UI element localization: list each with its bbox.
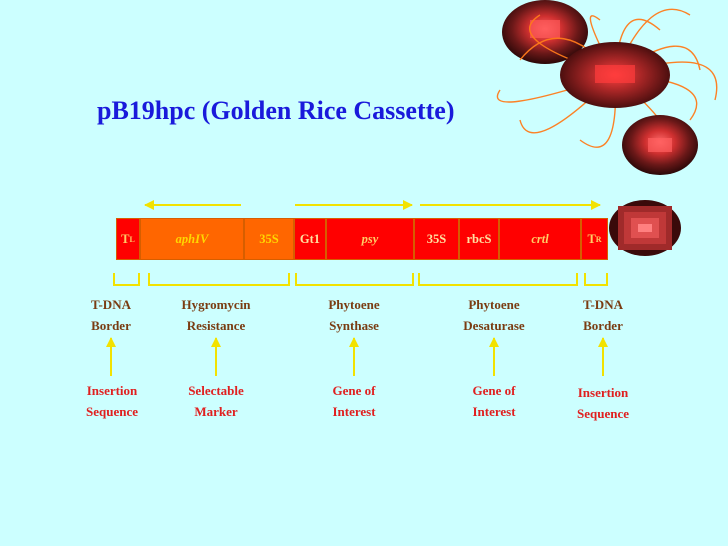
segment-right-border-subscript: R <box>595 234 602 244</box>
label-left-border: T-DNA Border <box>76 294 146 336</box>
rice-grain-image-2 <box>496 8 718 148</box>
role-crtl-line1: Gene of <box>472 383 516 398</box>
label-right-border-line1: T-DNA <box>583 297 623 312</box>
label-hygromycin-line1: Hygromycin <box>181 297 251 312</box>
role-left-line1: Insertion <box>86 383 138 398</box>
label-phytoene-desaturase-line1: Phytoene <box>468 297 520 312</box>
role-marker-line1: Selectable <box>188 383 244 398</box>
segment-crtl: crtl <box>499 218 581 260</box>
label-left-border-line2: Border <box>91 318 131 333</box>
label-phytoene-synthase-line2: Synthase <box>329 318 379 333</box>
label-phytoene-synthase-line1: Phytoene <box>328 297 380 312</box>
segment-rbcs-label: rbcS <box>466 231 492 246</box>
segment-right-border-label: T <box>587 231 596 246</box>
bracket-crtl <box>418 273 578 286</box>
segment-35s-promoter-1: 35S <box>244 218 294 260</box>
segment-35s-promoter-2: 35S <box>414 218 459 260</box>
label-phytoene-desaturase: Phytoene Desaturase <box>449 294 539 336</box>
label-right-border-line2: Border <box>583 318 623 333</box>
role-marker-line2: Marker <box>194 404 238 419</box>
rice-grain-image-3 <box>622 115 698 175</box>
segment-aphiv-label: aphIV <box>175 231 209 246</box>
segment-35s-1-label: 35S <box>259 231 279 246</box>
bracket-psy <box>295 273 414 286</box>
bracket-left-border <box>113 273 140 286</box>
role-psy-line1: Gene of <box>332 383 376 398</box>
role-left-line2: Sequence <box>86 404 138 419</box>
bracket-hygromycin <box>148 273 290 286</box>
segment-psy: psy <box>326 218 414 260</box>
label-phytoene-desaturase-line2: Desaturase <box>463 318 525 333</box>
role-gene-of-interest-crtl: Gene of Interest <box>454 380 534 422</box>
role-insertion-sequence-left: Insertion Sequence <box>74 380 150 422</box>
label-right-border: T-DNA Border <box>568 294 638 336</box>
segment-left-border-label: T <box>121 231 130 246</box>
label-hygromycin-line2: Resistance <box>186 318 246 333</box>
label-hygromycin: Hygromycin Resistance <box>166 294 266 336</box>
role-insertion-sequence-right: Insertion Sequence <box>565 382 641 424</box>
segment-gt1: Gt1 <box>294 218 326 260</box>
role-gene-of-interest-psy: Gene of Interest <box>314 380 394 422</box>
label-phytoene-synthase: Phytoene Synthase <box>309 294 399 336</box>
role-crtl-line2: Interest <box>472 404 516 419</box>
segment-left-border-subscript: L <box>129 234 135 244</box>
label-left-border-line1: T-DNA <box>91 297 131 312</box>
segment-rbcs: rbcS <box>459 218 499 260</box>
bracket-right-border <box>584 273 608 286</box>
role-right-line1: Insertion <box>577 385 629 400</box>
segment-aphiv: aphIV <box>140 218 244 260</box>
role-right-line2: Sequence <box>577 406 629 421</box>
role-psy-line2: Interest <box>332 404 376 419</box>
segment-crtl-label: crtl <box>531 231 549 246</box>
role-selectable-marker: Selectable Marker <box>171 380 261 422</box>
segment-35s-2-label: 35S <box>426 231 447 246</box>
slide-title: pB19hpc (Golden Rice Cassette) <box>97 96 455 125</box>
segment-psy-label: psy <box>361 231 379 246</box>
rice-grain-image-4 <box>609 200 681 256</box>
segment-gt1-label: Gt1 <box>299 231 321 246</box>
rice-grain-image-1 <box>502 0 588 64</box>
